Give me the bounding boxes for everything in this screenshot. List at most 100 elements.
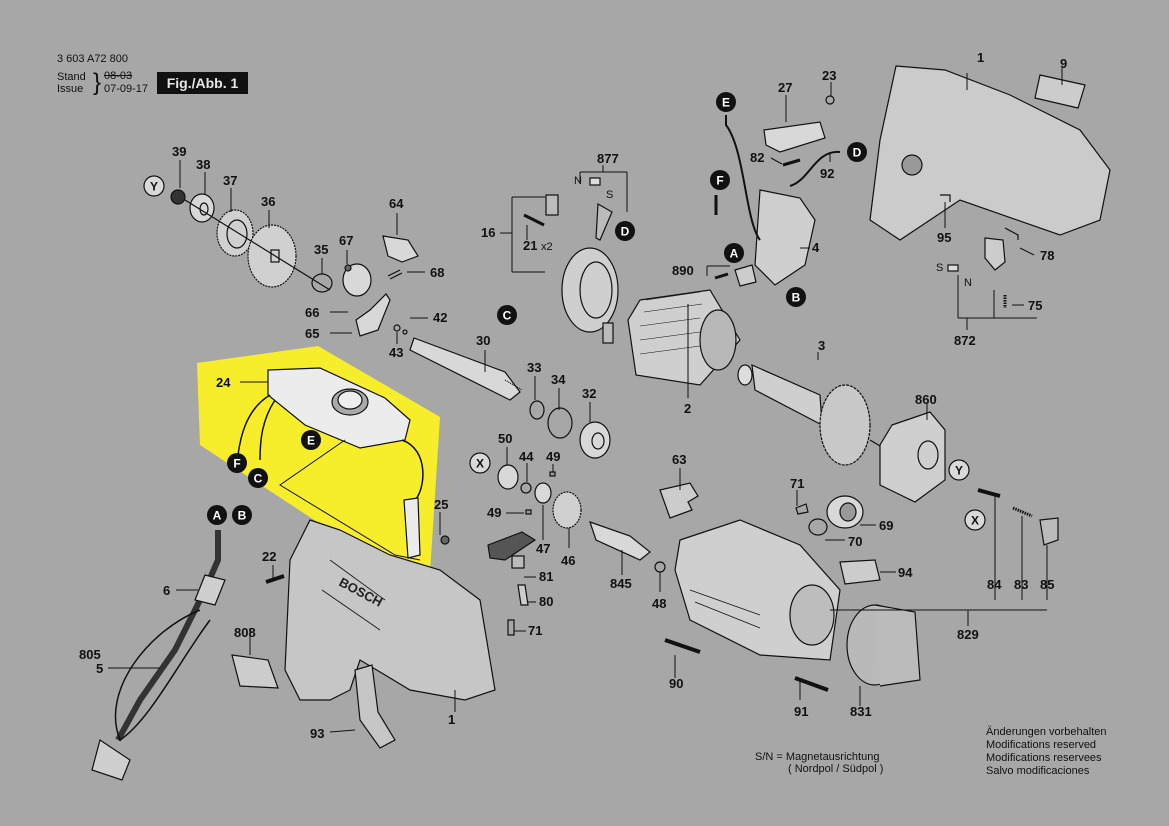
part-5-power-cord[interactable] [91, 530, 221, 781]
connector-B-cord[interactable]: B [232, 505, 252, 525]
connector-D-brush[interactable]: D [615, 221, 635, 241]
part-95-clip[interactable] [940, 194, 951, 202]
connector-D-top[interactable]: D [847, 142, 867, 162]
part-63-bracket[interactable] [659, 482, 699, 519]
label-68: 68 [430, 265, 444, 280]
part-42-ring[interactable] [402, 329, 408, 335]
part-6-cable-sleeve[interactable] [194, 574, 226, 606]
issue-date: 07-09-17 [104, 83, 149, 95]
connector-A-top[interactable]: A [724, 243, 744, 263]
part-872-brush-assembly[interactable] [947, 237, 1006, 272]
connector-A-cord[interactable]: A [207, 505, 227, 525]
connector-Y-gear[interactable]: Y [143, 175, 165, 197]
label-3: 3 [818, 338, 825, 353]
part-93-trigger-guard[interactable] [354, 664, 396, 749]
svg-text:D: D [853, 146, 862, 160]
part-80-lever[interactable] [517, 584, 529, 606]
part-49b-pin[interactable] [525, 509, 532, 515]
part-808-label[interactable] [231, 654, 279, 689]
part-9-label[interactable] [1034, 74, 1086, 109]
part-38-bearing[interactable] [189, 193, 215, 223]
label-30: 30 [476, 333, 490, 348]
part-90-screw[interactable] [664, 638, 701, 654]
label-1-bottom: 1 [448, 712, 455, 727]
part-829-front-housing[interactable] [674, 519, 841, 661]
label-808: 808 [234, 625, 256, 640]
part-33-circlip[interactable] [529, 400, 545, 420]
part-46-gear[interactable] [552, 491, 582, 529]
connector-X-gearbox[interactable]: X [964, 509, 986, 531]
part-78-clip[interactable] [1004, 227, 1019, 240]
part-84-screw[interactable] [977, 488, 1001, 498]
label-S-872: S [936, 262, 943, 274]
label-95: 95 [937, 230, 951, 245]
label-37: 37 [223, 173, 237, 188]
part-49a-pin[interactable] [549, 471, 556, 477]
connector-B-top[interactable]: B [786, 287, 806, 307]
part-92-wire[interactable] [789, 150, 841, 187]
part-switch-button[interactable] [487, 531, 537, 561]
part-845-drive-shaft[interactable] [589, 521, 651, 561]
part-35-ring[interactable] [311, 273, 333, 293]
label-70: 70 [848, 534, 862, 549]
part-27-switch-cover[interactable] [763, 121, 826, 153]
part-34-circlip[interactable] [547, 407, 573, 439]
part-25-nut[interactable] [440, 535, 450, 545]
part-81-slider[interactable] [511, 555, 525, 569]
part-23-washer[interactable] [825, 95, 835, 105]
part-37-gear[interactable] [216, 209, 254, 257]
part-21-screw[interactable] [523, 213, 545, 227]
part-3-armature[interactable] [737, 364, 891, 466]
connector-Y-gearbox[interactable]: Y [948, 459, 970, 481]
part-39-nut[interactable] [170, 189, 186, 205]
part-2-stator[interactable] [627, 289, 741, 386]
label-92: 92 [820, 166, 834, 181]
part-67-switch-lever[interactable] [342, 263, 372, 297]
connector-F-top[interactable]: F [710, 170, 730, 190]
part-32-bearing[interactable] [579, 421, 611, 459]
part-831-chuck[interactable] [846, 604, 921, 687]
connector-C-module[interactable]: C [248, 468, 268, 488]
part-48-washer[interactable] [654, 561, 666, 573]
part-36-gear[interactable] [247, 224, 297, 288]
part-47-clutch[interactable] [534, 482, 552, 504]
part-890-cable-clamp[interactable] [714, 264, 757, 287]
label-22: 22 [262, 549, 276, 564]
part-71b-screw[interactable] [795, 503, 809, 515]
part-877-brush[interactable] [589, 177, 613, 241]
part-94-label[interactable] [839, 559, 881, 585]
label-71-upper: 71 [790, 476, 804, 491]
part-22-screw[interactable] [265, 574, 285, 584]
label-50: 50 [498, 431, 512, 446]
part-70-oring[interactable] [808, 518, 828, 536]
part-82-terminal[interactable] [782, 158, 801, 167]
part-83-spring[interactable] [1012, 506, 1033, 518]
part-860-gear-housing[interactable] [879, 411, 946, 503]
connector-X-nut[interactable]: X [469, 452, 491, 474]
part-69-bearing-plate[interactable] [826, 495, 864, 529]
svg-text:C: C [254, 472, 263, 486]
label-24: 24 [216, 375, 231, 390]
part-68-spring[interactable] [387, 269, 403, 280]
part-71a-spring[interactable] [507, 619, 515, 636]
alignment-lines [279, 439, 421, 561]
part-30-shaft[interactable] [409, 337, 523, 401]
part-85-cap[interactable] [1039, 517, 1059, 546]
part-50-nut[interactable] [497, 464, 519, 490]
connector-E-module[interactable]: E [301, 430, 321, 450]
part-1-housing-shell-left[interactable] [284, 519, 496, 701]
part-16-brush-holder[interactable] [545, 194, 619, 344]
part-4-switch[interactable] [754, 189, 816, 286]
connector-E-top[interactable]: E [716, 92, 736, 112]
label-65: 65 [305, 326, 319, 341]
part-44-washer[interactable] [520, 482, 532, 494]
part-1-housing-shell-right[interactable] [869, 65, 1111, 241]
part-65-shift-fork[interactable] [355, 293, 391, 337]
part-24-switch-module[interactable] [237, 367, 424, 559]
part-64-holder[interactable] [382, 235, 419, 263]
label-4: 4 [812, 240, 820, 255]
connector-F-module[interactable]: F [227, 453, 247, 473]
connector-C-brush[interactable]: C [497, 305, 517, 325]
label-84: 84 [987, 577, 1002, 592]
part-43-ball[interactable] [393, 324, 401, 332]
